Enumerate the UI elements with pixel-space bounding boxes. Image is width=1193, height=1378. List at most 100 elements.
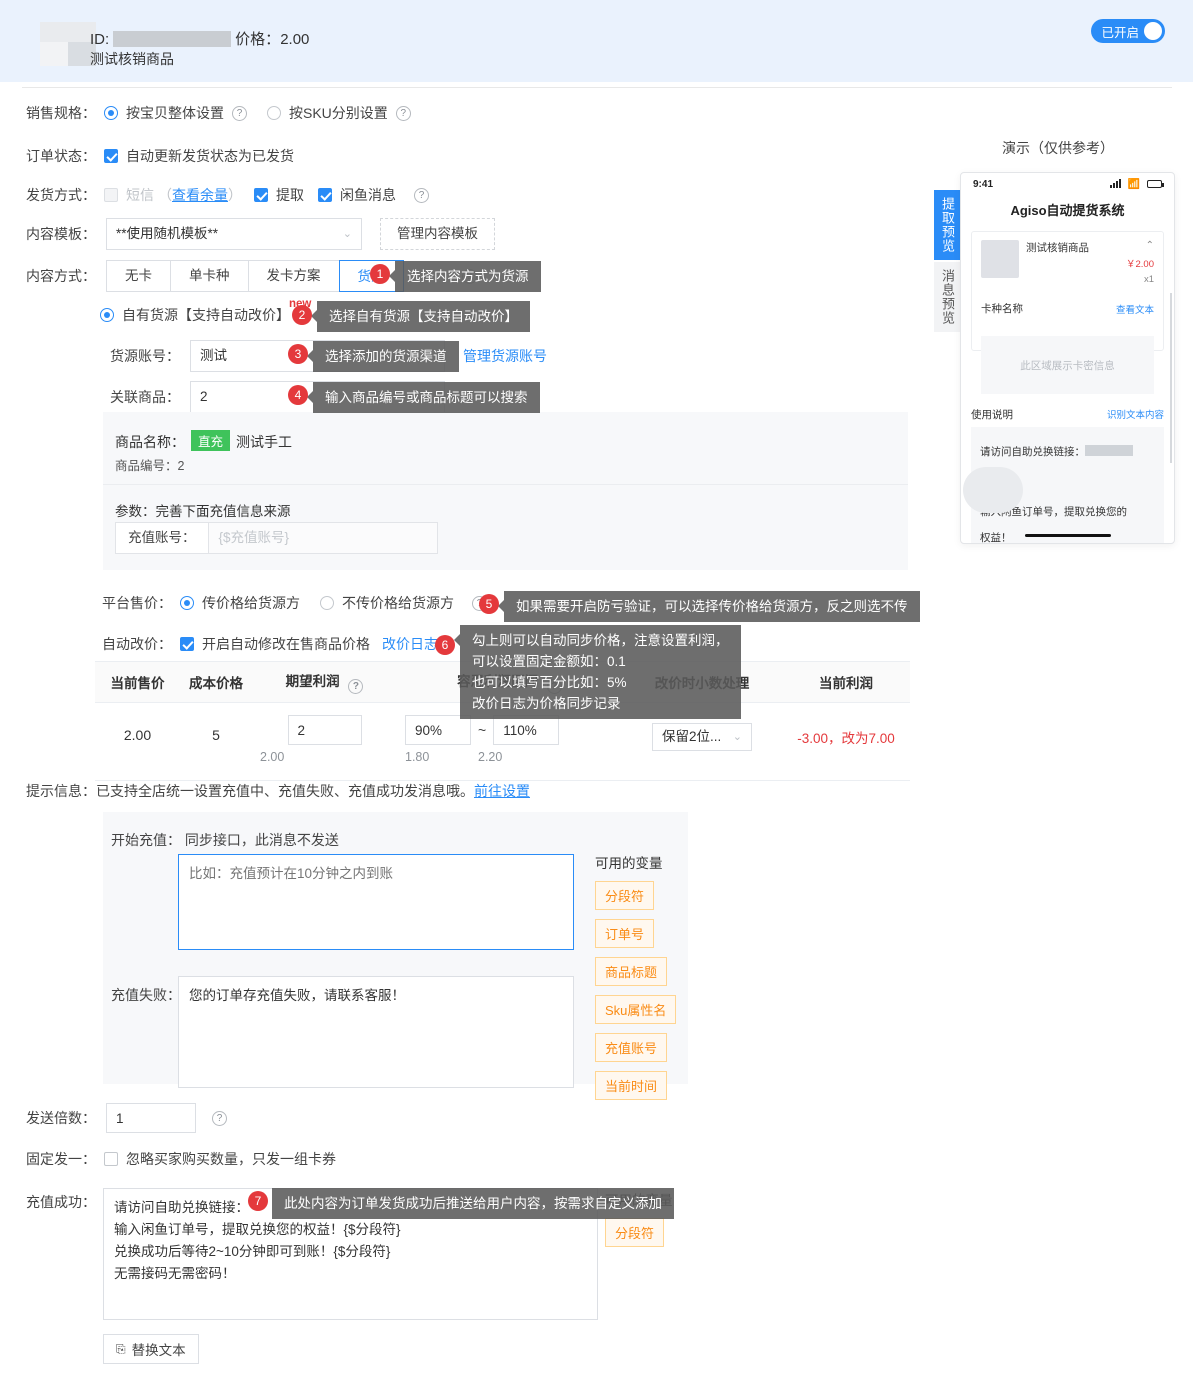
chevron-up-icon[interactable]: ⌃ <box>1145 240 1154 251</box>
td-cost-price: 5 <box>212 727 220 743</box>
auto-price-label: 自动改价： <box>102 636 172 652</box>
phone-home-indicator <box>1024 534 1111 537</box>
variable-chip-product-title[interactable]: 商品标题 <box>595 957 668 986</box>
sales-spec-radio-sku[interactable] <box>267 106 281 120</box>
tooltip-4: 输入商品编号或商品标题可以搜索 <box>307 382 540 413</box>
start-recharge-label: 开始充值： <box>111 832 181 848</box>
auto-price-checkbox[interactable] <box>180 637 194 651</box>
side-tab-extract-preview[interactable]: 提取预览 <box>934 190 960 260</box>
own-source-radio[interactable] <box>100 308 114 322</box>
th-current-price: 当前售价 <box>110 676 165 691</box>
go-to-settings-link[interactable]: 前往设置 <box>474 783 530 799</box>
sales-spec-label: 销售规格： <box>26 105 96 121</box>
content-mode-tab-plan[interactable]: 发卡方案 <box>249 261 340 291</box>
product-info-box: 商品名称：直充测试手工 商品编号：2 参数：完善下面充值信息来源 充值账号： {… <box>103 412 908 570</box>
help-icon-expect-profit[interactable]: ? <box>348 679 364 694</box>
content-mode-tab-singlecard[interactable]: 单卡种 <box>171 261 249 291</box>
ship-method-checkbox-sms[interactable] <box>104 188 118 202</box>
battery-icon <box>1147 180 1164 188</box>
send-multiple-input[interactable] <box>106 1103 196 1133</box>
tooltip-badge-1: 1 <box>370 264 390 284</box>
phone-product-row: 测试核销商品 ⌃ ￥2.00 x1 <box>972 232 1163 285</box>
platform-price-option-pass[interactable]: 传价格给货源方 <box>202 595 300 611</box>
tooltip-badge-7: 7 <box>248 1191 268 1211</box>
decimal-select[interactable]: 保留2位... ⌄ <box>652 723 752 751</box>
price-change-log-link[interactable]: 改价日志 <box>382 636 438 652</box>
start-recharge-line: 开始充值： 同步接口，此消息不发送 <box>111 830 339 850</box>
ship-method-label-extract[interactable]: 提取 <box>276 187 304 203</box>
help-icon-ship-method[interactable]: ? <box>414 187 429 203</box>
recharge-account-field: 充值账号： {$充值账号} <box>115 522 438 554</box>
variable-chip-current-time[interactable]: 当前时间 <box>595 1071 668 1100</box>
product-number-value: 2 <box>177 459 185 473</box>
fail-recharge-textarea[interactable] <box>178 976 574 1088</box>
help-icon-sales-spec-sku[interactable]: ? <box>395 105 411 121</box>
order-status-checkbox-label[interactable]: 自动更新发货状态为已发货 <box>126 148 294 164</box>
phone-product-price: ￥2.00 <box>1126 259 1154 270</box>
content-template-label: 内容模板： <box>26 226 96 242</box>
variable-chip-order-no[interactable]: 订单号 <box>595 919 655 948</box>
hint-text: 已支持全店统一设置充值中、充值失败、充值成功发消息哦。 <box>96 783 474 799</box>
manage-content-template-button[interactable]: 管理内容模板 <box>380 218 495 250</box>
tooltip-1: 选择内容方式为货源 <box>389 261 541 292</box>
tolerance-max-input[interactable] <box>493 715 560 745</box>
sales-spec-option-whole[interactable]: 按宝贝整体设置 <box>126 105 224 121</box>
td-expect-profit: 2.00 <box>252 715 397 764</box>
replace-text-icon: ⎘ <box>116 1341 126 1356</box>
product-header-banner: ID:价格：2.00 测试核销商品 已开启 <box>0 0 1193 82</box>
th-current-profit: 当前利润 <box>819 676 873 691</box>
decimal-select-value: 保留2位... <box>662 729 722 744</box>
td-current-profit: -3.00，改为7.00 <box>797 731 895 746</box>
sales-spec-radio-whole[interactable] <box>104 106 118 120</box>
platform-price-option-nopass[interactable]: 不传价格给货源方 <box>342 595 454 611</box>
tooltip-7: 此处内容为订单发货成功后推送给用户内容，按需求自定义添加 <box>272 1188 674 1219</box>
fixed-one-checkbox-label[interactable]: 忽略买家购买数量，只发一组卡券 <box>126 1151 336 1167</box>
sales-spec-option-sku[interactable]: 按SKU分别设置 <box>289 105 388 121</box>
content-template-select[interactable]: **使用随机模板** ⌄ <box>106 218 362 250</box>
manage-source-account-link[interactable]: 管理货源账号 <box>463 348 547 364</box>
available-variables-column: 可用的变量 分段符 订单号 商品标题 Sku属性名 充值账号 当前时间 <box>595 852 695 1109</box>
header-divider <box>22 87 1172 88</box>
sms-balance-link[interactable]: 查看余量 <box>172 187 228 203</box>
enabled-toggle[interactable]: 已开启 <box>1091 19 1165 43</box>
tooltip-badge-3: 3 <box>288 344 308 364</box>
phone-product-name: 测试核销商品 <box>1026 242 1089 254</box>
product-price-value: 2.00 <box>280 31 310 48</box>
success-recharge-label-wrap: 充值成功： <box>26 1192 96 1212</box>
phone-view-text-link[interactable]: 查看文本 <box>1115 305 1154 316</box>
expect-profit-input[interactable] <box>287 715 362 745</box>
platform-price-radio-nopass[interactable] <box>320 596 334 610</box>
ship-method-checkbox-extract[interactable] <box>254 188 268 202</box>
product-box-divider <box>103 484 908 485</box>
fixed-one-checkbox[interactable] <box>104 1152 118 1166</box>
order-status-label: 订单状态： <box>26 148 96 164</box>
product-number-line: 商品编号：2 <box>115 455 184 474</box>
ship-method-checkbox-xianyu[interactable] <box>318 188 332 202</box>
phone-card-name-label: 卡种名称 <box>981 303 1023 315</box>
platform-price-radio-pass[interactable] <box>180 596 194 610</box>
variable-chip-sku-name[interactable]: Sku属性名 <box>595 995 677 1024</box>
auto-price-checkbox-label[interactable]: 开启自动修改在售商品价格 <box>202 636 370 652</box>
variable-chip-recharge-account[interactable]: 充值账号 <box>595 1033 668 1062</box>
phone-ocr-link[interactable]: 识别文本内容 <box>1106 410 1164 421</box>
side-tab-message-preview[interactable]: 消息预览 <box>934 262 960 332</box>
fail-recharge-label: 充值失败： <box>111 987 181 1003</box>
start-recharge-textarea[interactable] <box>178 854 574 950</box>
tolerance-min-input[interactable] <box>405 715 471 745</box>
order-status-checkbox[interactable] <box>104 149 118 163</box>
phone-usage-row: 使用说明 识别文本内容 <box>971 407 1164 422</box>
variable-chip-separator[interactable]: 分段符 <box>595 881 655 910</box>
param-value: 完善下面充值信息来源 <box>155 504 291 519</box>
own-source-label[interactable]: 自有货源【支持自动改价】 <box>122 307 290 323</box>
tooltip-6: 勾上则可以自动同步价格，注意设置利润， 可以设置固定金额如：0.1 也可以填写百… <box>454 625 741 719</box>
success-variable-chip-separator[interactable]: 分段符 <box>605 1218 665 1247</box>
tooltip-badge-2: 2 <box>292 305 312 325</box>
product-name-label: 商品名称： <box>115 434 185 450</box>
content-mode-tab-nocard[interactable]: 无卡 <box>107 261 171 291</box>
help-icon-sales-spec-whole[interactable]: ? <box>232 105 247 121</box>
recharge-account-placeholder[interactable]: {$充值账号} <box>208 523 437 553</box>
replace-text-button[interactable]: ⎘ 替换文本 <box>103 1334 199 1364</box>
phone-scrollbar[interactable] <box>1170 293 1172 463</box>
help-icon-send-multiple[interactable]: ? <box>212 1110 227 1126</box>
ship-method-label-xianyu[interactable]: 闲鱼消息 <box>340 187 396 203</box>
